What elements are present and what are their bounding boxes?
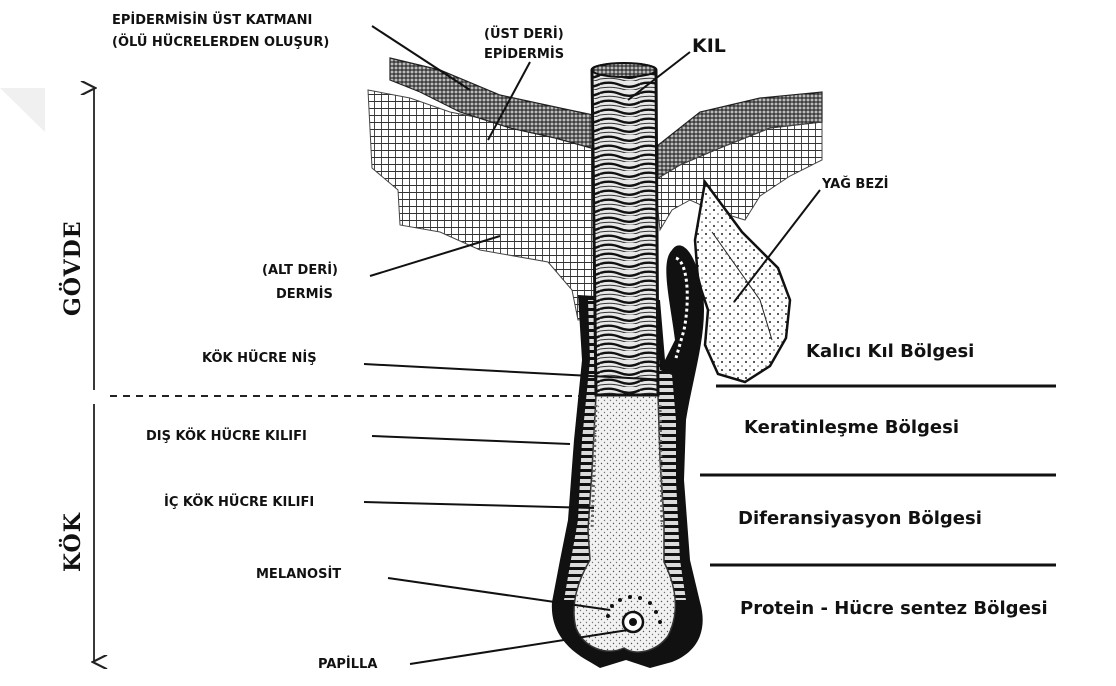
label-yag-bezi: YAĞ BEZİ [821,176,888,192]
side-label-govde: GÖVDE [58,221,86,316]
hair-tip [592,63,656,77]
label-ic-kok-hucre-kilifi: İÇ KÖK HÜCRE KILIFI [164,494,314,510]
zone-keratinlesme: Keratinleşme Bölgesi [744,417,959,438]
zone-diferansiyasyon: Diferansiyasyon Bölgesi [738,508,982,529]
hair-shaft [592,64,658,395]
zone-kalici-kil: Kalıcı Kıl Bölgesi [806,341,974,362]
label-dis-kok-hucre-kilifi: DIŞ KÖK HÜCRE KILIFI [146,428,307,444]
label-kil: KIL [692,35,726,57]
label-papilla: PAPİLLA [318,656,377,672]
label-dermis-line2: DERMİS [276,286,333,302]
label-epidermis-line1: (ÜST DERİ) [484,26,564,42]
side-label-kok: KÖK [58,512,86,572]
label-epidermis-line2: EPİDERMİS [484,46,564,62]
papilla-core [629,618,637,626]
label-kok-hucre-nis: KÖK HÜCRE NİŞ [202,350,317,366]
zone-protein-hucre-sentez: Protein - Hücre sentez Bölgesi [740,598,1048,619]
watermark-shape [0,88,45,132]
label-epidermis-top-line2: (ÖLÜ HÜCRELERDEN OLUŞUR) [112,34,329,50]
label-epidermis-top-line1: EPİDERMİSİN ÜST KATMANI [112,12,312,28]
label-melanosit: MELANOSİT [256,566,341,582]
label-dermis-line1: (ALT DERİ) [262,262,338,278]
